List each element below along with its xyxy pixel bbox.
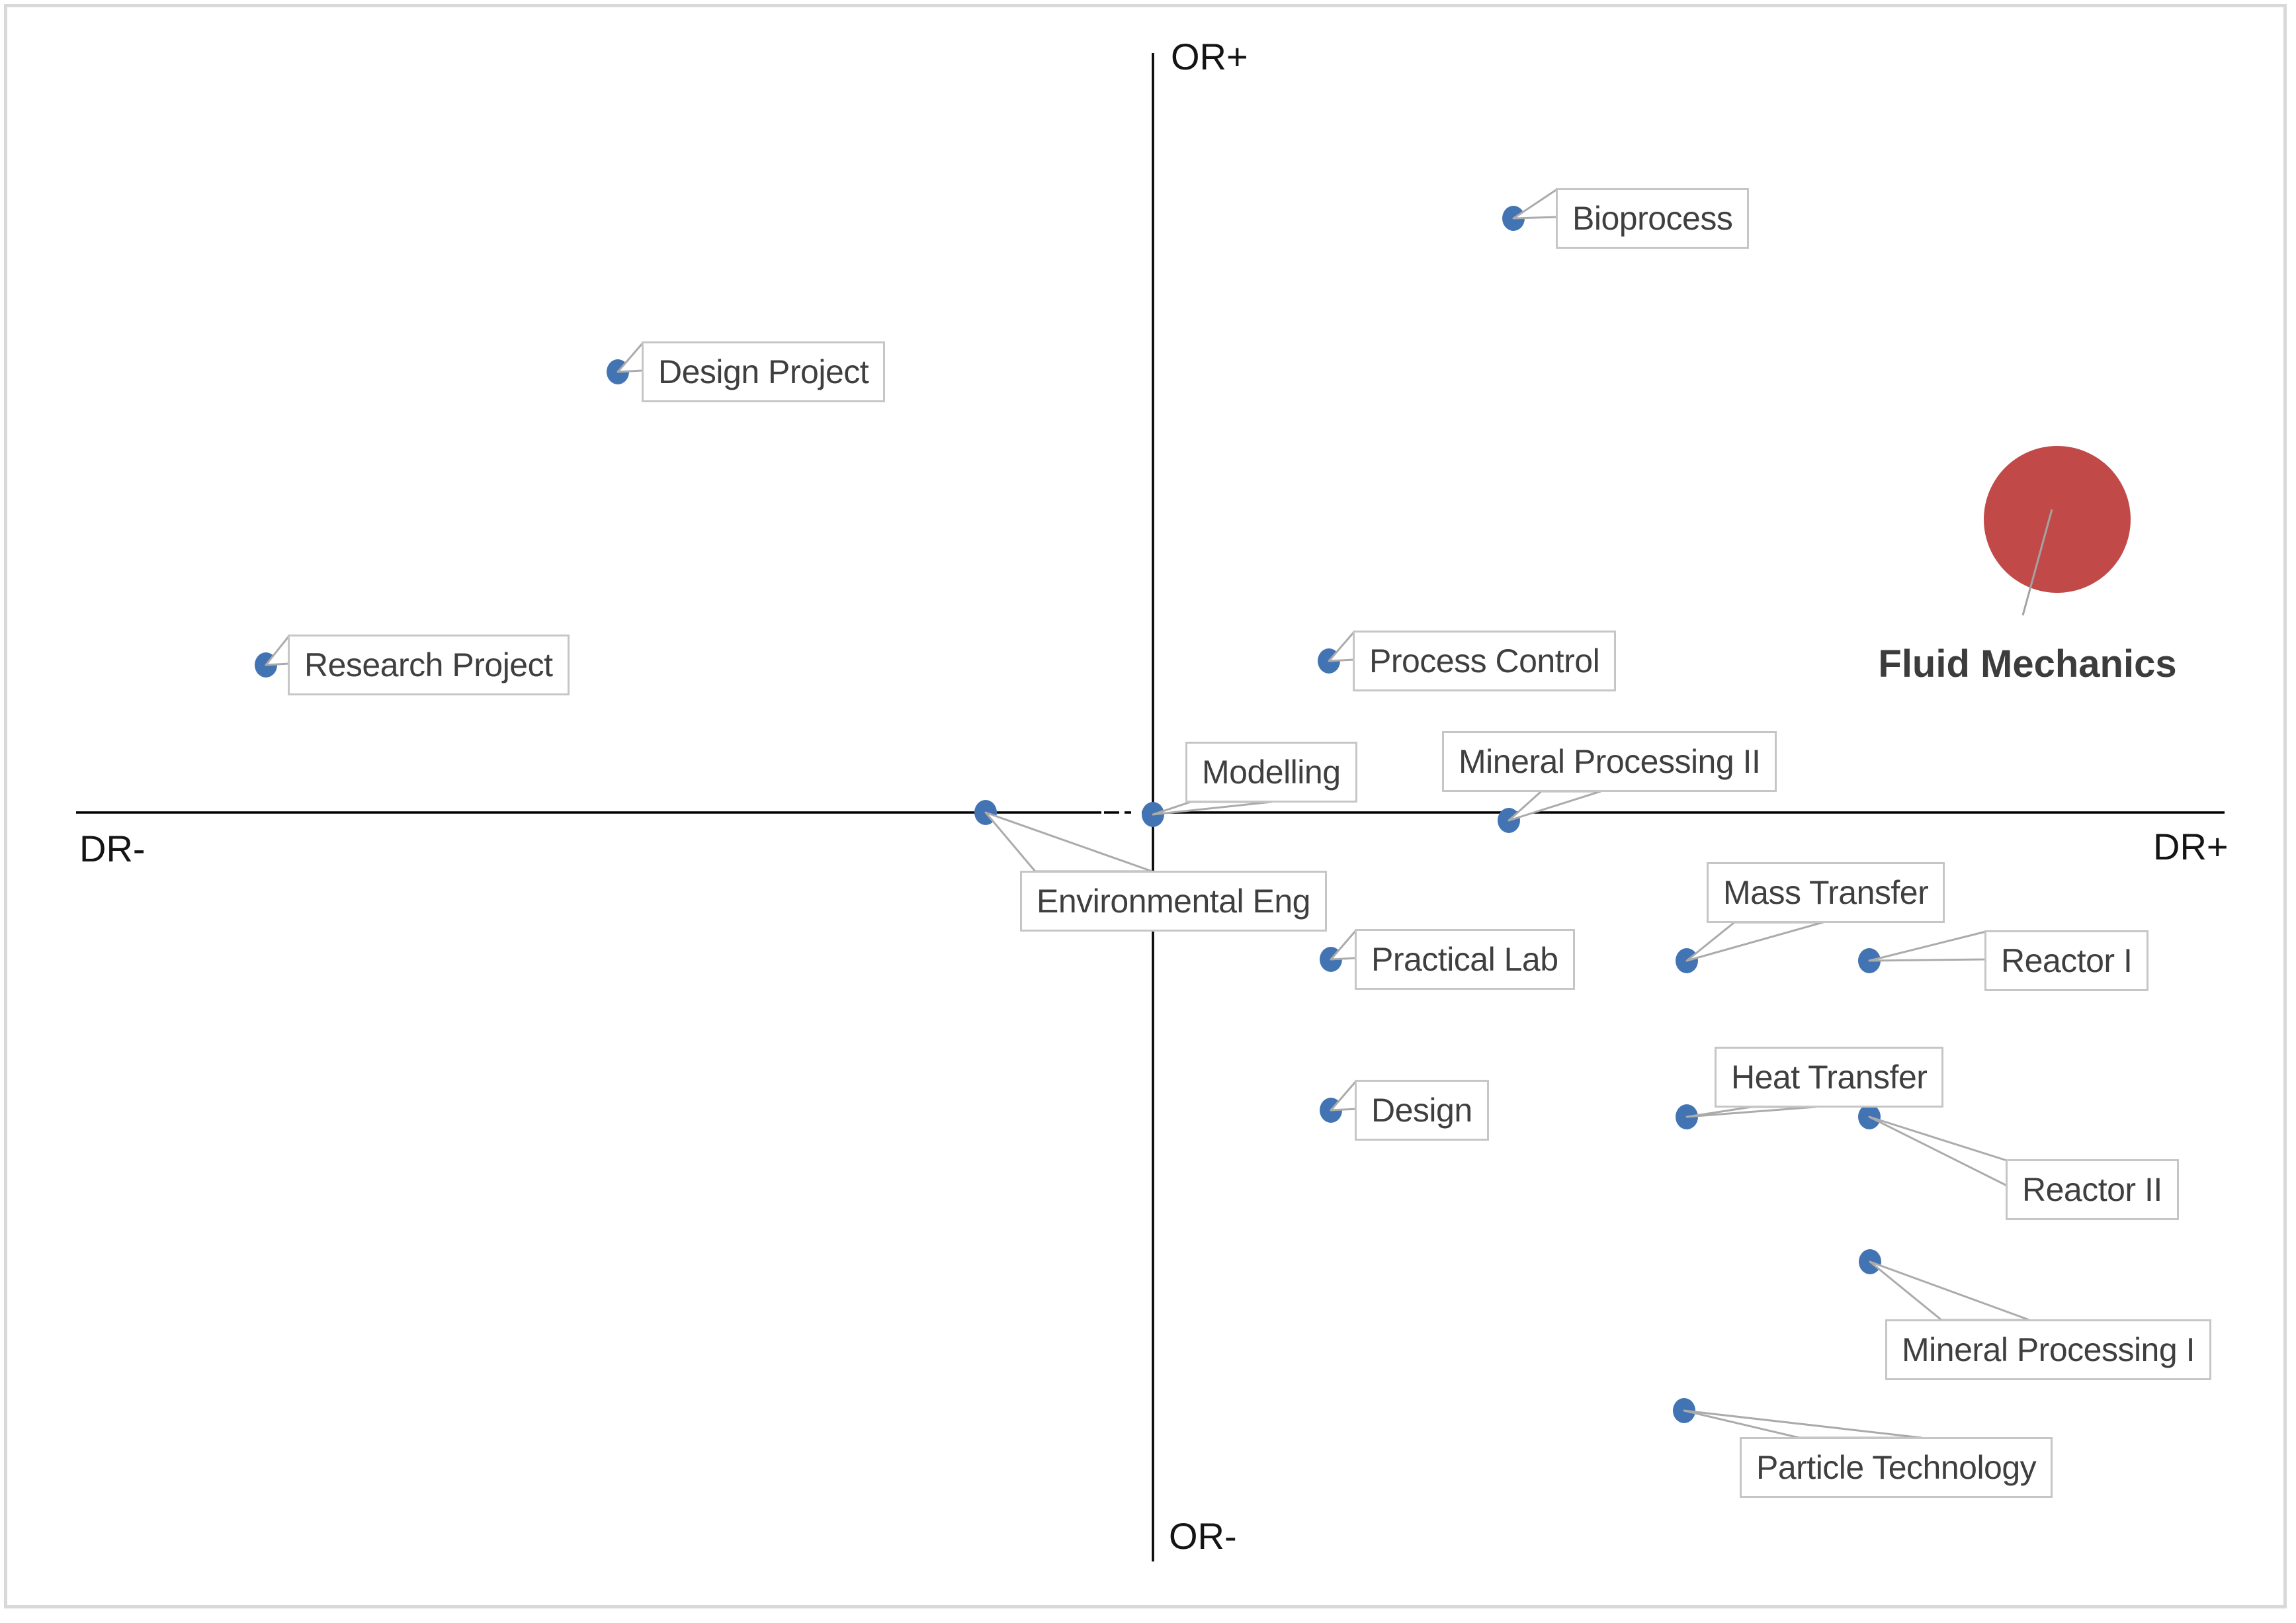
x-axis-positive-label[interactable]: DR+ — [2153, 826, 2229, 867]
callout-wedge-reactor-ii — [1868, 1116, 2008, 1187]
data-label-particle-technology[interactable]: Particle Technology — [1740, 1437, 2053, 1498]
data-label-modelling[interactable]: Modelling — [1185, 742, 1357, 803]
data-label-bioprocess[interactable]: Bioprocess — [1556, 188, 1750, 249]
callout-wedge-design-project — [617, 341, 644, 373]
data-label-design[interactable]: Design — [1355, 1080, 1489, 1141]
data-label-mineral-processing-i[interactable]: Mineral Processing I — [1885, 1319, 2211, 1380]
callout-wedge-mass-transfer — [1685, 921, 1824, 962]
callout-wedge-design — [1330, 1080, 1357, 1112]
data-label-reactor-i[interactable]: Reactor I — [1984, 930, 2149, 991]
data-label-reactor-ii[interactable]: Reactor II — [2006, 1159, 2179, 1220]
data-label-environmental-eng[interactable]: Environmental Eng — [1020, 871, 1327, 932]
callout-wedge-reactor-i — [1868, 930, 1987, 962]
callout-wedge-mineral-processing-ii — [1508, 790, 1602, 822]
bubble-leader-line — [2021, 509, 2053, 616]
callout-wedge-environmental-eng — [984, 811, 1154, 873]
axis-gap-1 — [1119, 801, 1125, 824]
callout-wedge-process-control — [1328, 631, 1355, 662]
callout-wedge-research-project — [265, 635, 290, 666]
data-label-process-control[interactable]: Process Control — [1353, 631, 1617, 691]
data-label-mineral-processing-ii[interactable]: Mineral Processing II — [1442, 731, 1777, 792]
callout-wedge-heat-transfer — [1685, 1106, 1817, 1118]
data-label-mass-transfer[interactable]: Mass Transfer — [1707, 862, 1945, 923]
callout-wedge-particle-technology — [1683, 1409, 1923, 1439]
y-axis-negative-label[interactable]: OR- — [1169, 1515, 1237, 1557]
callout-wedge-practical-lab — [1330, 929, 1357, 961]
data-label-research-project[interactable]: Research Project — [288, 635, 570, 695]
bubble-series-label[interactable]: Fluid Mechanics — [1878, 642, 2177, 685]
y-axis-positive-label[interactable]: OR+ — [1171, 36, 1248, 77]
axis-gap-2 — [1131, 801, 1142, 824]
axis-gap-0 — [1101, 801, 1104, 824]
x-axis-negative-label[interactable]: DR- — [79, 828, 146, 869]
callout-wedge-mineral-processing-i — [1869, 1260, 2031, 1321]
data-label-practical-lab[interactable]: Practical Lab — [1355, 929, 1575, 990]
data-label-heat-transfer[interactable]: Heat Transfer — [1715, 1047, 1944, 1108]
bubble-point-fluid-mechanics[interactable] — [1984, 446, 2131, 593]
callout-wedge-bioprocess — [1512, 188, 1558, 220]
data-label-design-project[interactable]: Design Project — [642, 341, 886, 402]
